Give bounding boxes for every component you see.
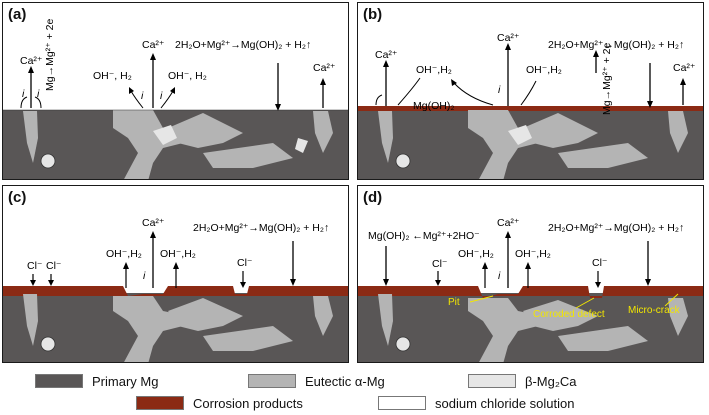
- legend-beta: β-Mg₂Ca: [468, 374, 608, 389]
- legend-swatch-primary-mg: [35, 374, 83, 388]
- legend-label-primary-mg: Primary Mg: [92, 374, 159, 389]
- panel-a-illustration: [3, 53, 348, 179]
- mg-oxidation-label: Mg→Mg²⁺ + 2e: [44, 18, 56, 91]
- panel-b: (b) Ca²⁺ OH⁻,H₂ Mg(OH)₂ Ca²⁺ OH⁻,H₂ i 2H…: [357, 2, 704, 180]
- chloride-ion-label: Cl⁻: [237, 257, 253, 269]
- chloride-ion-label: Cl⁻: [592, 257, 608, 269]
- reaction-equation: 2H₂O+Mg²⁺→Mg(OH)₂ + H₂↑: [548, 39, 685, 51]
- legend-swatch-nacl: [378, 396, 426, 410]
- reaction-equation: 2H₂O+Mg²⁺→Mg(OH)₂ + H₂↑: [193, 222, 330, 234]
- hydroxide-hydrogen-label: OH⁻,H₂: [526, 64, 562, 76]
- chloride-ion-label: Cl⁻: [27, 260, 43, 272]
- calcium-ion-label: Ca²⁺: [142, 217, 165, 229]
- legend-swatch-beta: [468, 374, 516, 388]
- corroded-defect-annotation: Corroded defect: [533, 309, 605, 320]
- current-label: i: [143, 270, 146, 282]
- reaction-equation: 2H₂O+Mg²⁺→Mg(OH)₂ + H₂↑: [175, 39, 312, 51]
- panel-b-label: (b): [363, 6, 383, 23]
- calcium-ion-label: Ca²⁺: [673, 62, 696, 74]
- current-label: i: [160, 90, 163, 102]
- legend-label-nacl: sodium chloride solution: [435, 396, 575, 411]
- panel-d: (d) Mg(OH)₂ ←Mg²⁺+2HO⁻ Cl⁻ OH⁻,H₂ Ca²⁺ O…: [357, 185, 704, 363]
- panel-d-illustration: [358, 231, 703, 362]
- legend-swatch-corrosion: [136, 396, 184, 410]
- legend-corrosion: Corrosion products: [136, 396, 326, 411]
- micro-crack-annotation: Micro-crack: [628, 305, 680, 316]
- panel-c: (c) Cl⁻ Cl⁻ OH⁻,H₂ Ca²⁺ OH⁻,H₂ i 2H₂O+Mg…: [2, 185, 349, 363]
- hydroxide-hydrogen-label: OH⁻,H₂: [515, 248, 551, 260]
- current-label: i: [498, 270, 501, 282]
- calcium-ion-label: Ca²⁺: [375, 49, 398, 61]
- current-label: i: [37, 88, 40, 100]
- hydroxide-hydrogen-label: OH⁻,H₂: [458, 248, 494, 260]
- legend-nacl: sodium chloride solution: [378, 396, 638, 411]
- panel-d-label: (d): [363, 189, 383, 206]
- legend-label-eutectic: Eutectic α-Mg: [305, 374, 385, 389]
- current-label: i: [498, 84, 501, 96]
- calcium-ion-label: Ca²⁺: [142, 39, 165, 51]
- panel-a: (a) Ca²⁺ Mg→Mg²⁺ + 2e i i OH⁻, H₂ Ca²⁺ O…: [2, 2, 349, 180]
- chloride-ion-label: Cl⁻: [432, 258, 448, 270]
- legend-eutectic: Eutectic α-Mg: [248, 374, 423, 389]
- hydroxide-hydrogen-label: OH⁻, H₂: [93, 70, 132, 82]
- current-label: i: [141, 90, 144, 102]
- current-label: i: [22, 88, 25, 100]
- calcium-ion-label: Ca²⁺: [313, 62, 336, 74]
- chloride-ion-label: Cl⁻: [46, 260, 62, 272]
- legend-primary-mg: Primary Mg: [35, 374, 185, 389]
- panel-a-label: (a): [8, 6, 27, 23]
- legend-label-beta: β-Mg₂Ca: [525, 374, 577, 389]
- panel-b-illustration: [358, 43, 703, 179]
- hydroxide-hydrogen-label: OH⁻,H₂: [160, 248, 196, 260]
- calcium-ion-label: Ca²⁺: [20, 55, 43, 67]
- reaction-equation: 2H₂O+Mg²⁺→Mg(OH)₂ + H₂↑: [548, 222, 685, 234]
- pit-annotation: Pit: [448, 297, 460, 308]
- magnesium-hydroxide-label: Mg(OH)₂: [413, 100, 455, 112]
- hydroxide-hydrogen-label: OH⁻, H₂: [168, 70, 207, 82]
- hydroxide-hydrogen-label: OH⁻,H₂: [106, 248, 142, 260]
- calcium-ion-label: Ca²⁺: [497, 32, 520, 44]
- magnesium-hydroxide-reaction: Mg(OH)₂ ←Mg²⁺+2HO⁻: [368, 230, 480, 242]
- calcium-ion-label: Ca²⁺: [497, 217, 520, 229]
- legend-label-corrosion: Corrosion products: [193, 396, 303, 411]
- panel-c-illustration: [3, 231, 348, 362]
- mg-oxidation-label: Mg→Mg²⁺ + 2e: [601, 42, 613, 115]
- legend-swatch-eutectic: [248, 374, 296, 388]
- hydroxide-hydrogen-label: OH⁻,H₂: [416, 64, 452, 76]
- panel-c-label: (c): [8, 189, 27, 206]
